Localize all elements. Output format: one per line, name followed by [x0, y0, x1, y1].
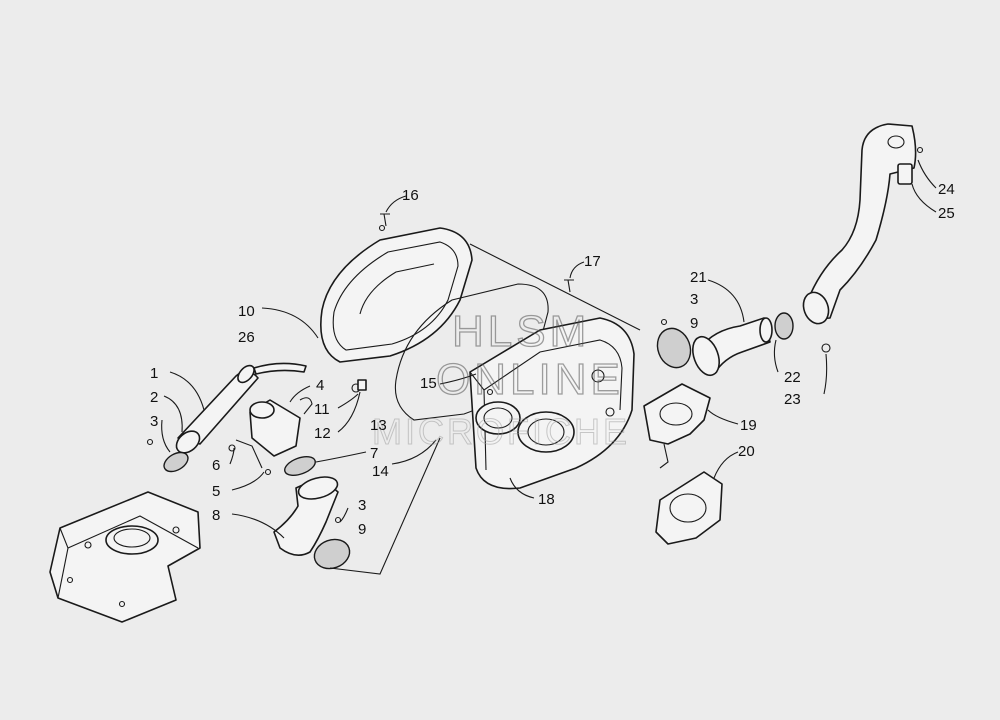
watermark-line3: MICROFICHE [372, 411, 630, 452]
watermark: HLSM ONLINE MICROFICHE [372, 306, 630, 452]
callout-9c: 9 [690, 315, 698, 332]
seal-strip [253, 362, 307, 375]
callout-17: 17 [584, 253, 601, 270]
callout-19: 19 [740, 417, 757, 434]
callout-8: 8 [212, 507, 220, 524]
callout-3c: 3 [690, 291, 698, 308]
callout-11: 11 [314, 401, 330, 418]
callout-22: 22 [784, 369, 801, 386]
elbow-duct [273, 456, 351, 570]
callout-4: 4 [316, 377, 324, 394]
callout-18: 18 [538, 491, 555, 508]
vent-tube [802, 123, 924, 353]
clutch-housing-inner [469, 317, 635, 490]
callout-1: 1 [150, 365, 158, 382]
callout-26: 26 [238, 329, 255, 346]
callout-23: 23 [784, 391, 801, 408]
callout-16: 16 [402, 187, 419, 204]
callout-12: 12 [314, 425, 331, 442]
plate-gaskets [643, 383, 723, 545]
callout-3: 3 [150, 413, 158, 430]
throttle-body [228, 397, 313, 476]
callout-3b: 3 [358, 497, 366, 514]
callout-7: 7 [370, 445, 378, 462]
callout-20: 20 [738, 443, 755, 460]
callout-15: 15 [420, 375, 437, 392]
clutch-cover-outer [320, 224, 473, 393]
intake-duct [146, 364, 259, 473]
outlet-duct [656, 312, 794, 377]
callout-10: 10 [238, 303, 255, 320]
callout-6: 6 [212, 457, 220, 474]
callout-2: 2 [150, 389, 158, 406]
callout-14: 14 [372, 463, 389, 480]
callout-9b: 9 [358, 521, 366, 538]
callout-24: 24 [938, 181, 955, 198]
air-box-base [49, 491, 201, 623]
watermark-line1: HLSM [452, 307, 590, 356]
callout-25: 25 [938, 205, 955, 222]
callout-21: 21 [690, 269, 707, 286]
watermark-line2: ONLINE [436, 355, 624, 404]
leader-lines [161, 159, 937, 575]
callout-labels: 1 2 3 4 6 5 7 8 3 9 10 26 11 12 13 14 15… [150, 181, 955, 538]
hardware-bolts [357, 213, 574, 391]
callout-13: 13 [370, 417, 387, 434]
callout-5: 5 [212, 483, 220, 500]
